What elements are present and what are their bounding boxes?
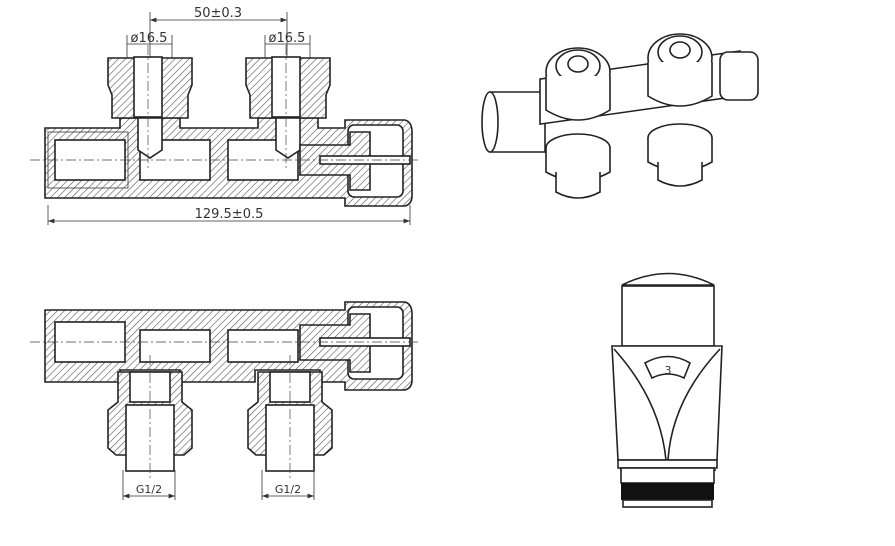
thread-right-label: G1/2 (275, 483, 301, 496)
thermostat-head: 3 (611, 272, 723, 508)
dimension-spacing-label: 50±0.3 (194, 6, 242, 21)
dimension-port-right-label: ø16.5 (269, 31, 306, 46)
valve-3d-view (481, 33, 759, 199)
dial-setting-label: 3 (665, 364, 672, 377)
thread-left-label: G1/2 (136, 483, 162, 496)
dial-window (643, 355, 691, 380)
dimension-port-left-label: ø16.5 (131, 31, 168, 46)
bottom-section-view: G1/2 G1/2 (30, 301, 420, 500)
dimension-length-label: 129.5±0.5 (195, 207, 264, 222)
top-section-view: 50±0.3 ø16.5 ø16.5 129.5±0.5 (30, 6, 420, 225)
